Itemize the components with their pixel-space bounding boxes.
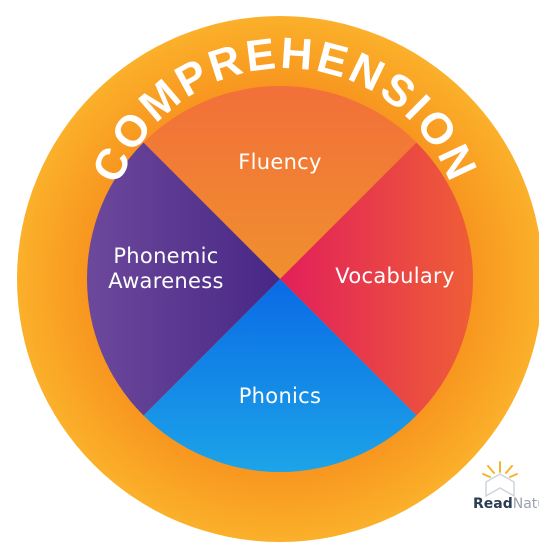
logo-icon [482,461,518,498]
logo-rest: Natu [512,496,539,512]
phonemic-line: Phonemic [113,244,219,268]
fluency-label: Fluency [238,150,322,174]
readnatu-logo: ReadNatu [473,496,539,512]
phonics-segment [87,279,473,472]
vocabulary-segment [280,86,473,472]
fluency-segment [87,86,473,279]
phonemic-awareness-segment [87,86,280,472]
phonics-label: Phonics [238,384,322,408]
inner-circle [87,86,473,472]
phonemic-awareness-label: Phonemic Awareness [96,244,236,294]
vocabulary-label: Vocabulary [335,264,455,288]
awareness-line: Awareness [108,269,224,294]
logo-bold: Read [473,496,513,512]
